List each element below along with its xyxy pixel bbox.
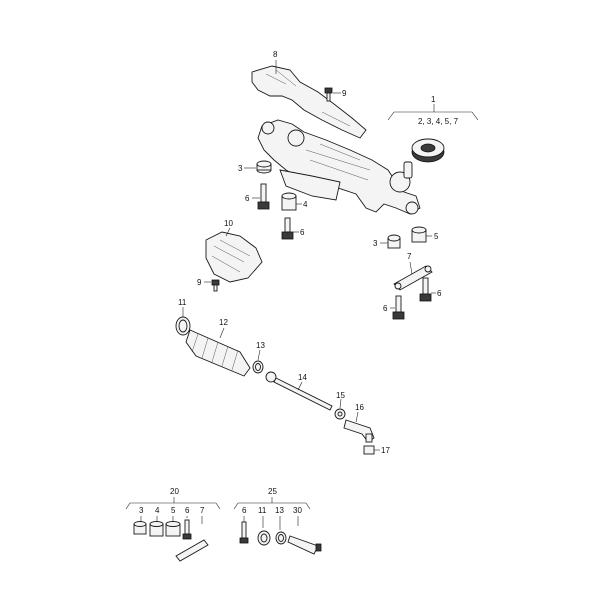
label-15: 15 — [336, 391, 345, 400]
label-1-group: 2, 3, 4, 5, 7 — [418, 117, 459, 126]
bolt-9-top: 9 — [324, 87, 347, 102]
label-6-left: 6 — [245, 194, 250, 203]
label-6-right-b: 6 — [437, 289, 442, 298]
label-16: 16 — [355, 403, 364, 412]
boot-12: 12 — [185, 318, 251, 377]
bushing-4: 4 — [281, 192, 308, 211]
bolt-6-mid: 6 — [281, 217, 305, 240]
tie-rod-end-16: 16 — [343, 403, 375, 443]
label-9-bottom: 9 — [197, 278, 202, 287]
label-kit-20: 20 — [170, 487, 179, 496]
kit-25-item-13: 13 — [275, 506, 284, 515]
kit-20-item-7: 7 — [200, 506, 205, 515]
label-10: 10 — [224, 219, 233, 228]
kit-20: 20 3 4 5 6 7 — [125, 487, 221, 562]
nut-15: 15 — [334, 391, 346, 420]
label-8: 8 — [273, 50, 278, 59]
label-5: 5 — [434, 232, 439, 241]
heat-shield-part-8: 8 — [251, 50, 367, 139]
label-6-right-a: 6 — [383, 304, 388, 313]
label-12: 12 — [219, 318, 228, 327]
clamp-11: 11 — [175, 298, 191, 336]
kit-25-item-30: 30 — [293, 506, 302, 515]
kit-20-item-3: 3 — [139, 506, 144, 515]
label-3-right: 3 — [373, 239, 378, 248]
bushing-3-right: 3 — [373, 234, 401, 249]
label-11: 11 — [178, 298, 187, 307]
pinion-gear-ring — [411, 138, 445, 163]
clamp-13: 13 — [252, 341, 265, 374]
kit-20-item-4: 4 — [155, 506, 160, 515]
bolt-6-right-a: 6 — [383, 295, 405, 320]
kit-25-item-6: 6 — [242, 506, 247, 515]
cover-part-10: 10 — [205, 219, 263, 283]
bolt-6-right-b: 6 — [419, 277, 442, 302]
label-1: 1 — [431, 95, 436, 104]
label-kit-25: 25 — [268, 487, 277, 496]
callout-1-bracket: 1 2, 3, 4, 5, 7 — [387, 95, 479, 126]
label-9-top: 9 — [342, 89, 347, 98]
kit-25: 25 6 11 13 30 — [233, 487, 322, 555]
tie-rod-14: 14 — [265, 371, 333, 411]
bolt-9-bottom: 9 — [197, 278, 220, 292]
label-13: 13 — [256, 341, 265, 350]
kit-20-item-6: 6 — [185, 506, 190, 515]
label-6-mid: 6 — [300, 228, 305, 237]
label-17: 17 — [381, 446, 390, 455]
kit-25-item-11: 11 — [258, 506, 267, 515]
label-3-left: 3 — [238, 164, 243, 173]
nut-17: 17 — [363, 445, 390, 455]
label-7: 7 — [407, 252, 412, 261]
bushing-5: 5 — [411, 226, 439, 243]
label-14: 14 — [298, 373, 307, 382]
steering-rack-housing-part-1 — [257, 119, 421, 215]
label-4: 4 — [303, 200, 308, 209]
bracket-plate-7: 7 — [393, 252, 433, 291]
bushing-3-left: 3 — [238, 160, 272, 174]
bolt-6-left: 6 — [245, 183, 270, 210]
kit-20-item-5: 5 — [171, 506, 176, 515]
